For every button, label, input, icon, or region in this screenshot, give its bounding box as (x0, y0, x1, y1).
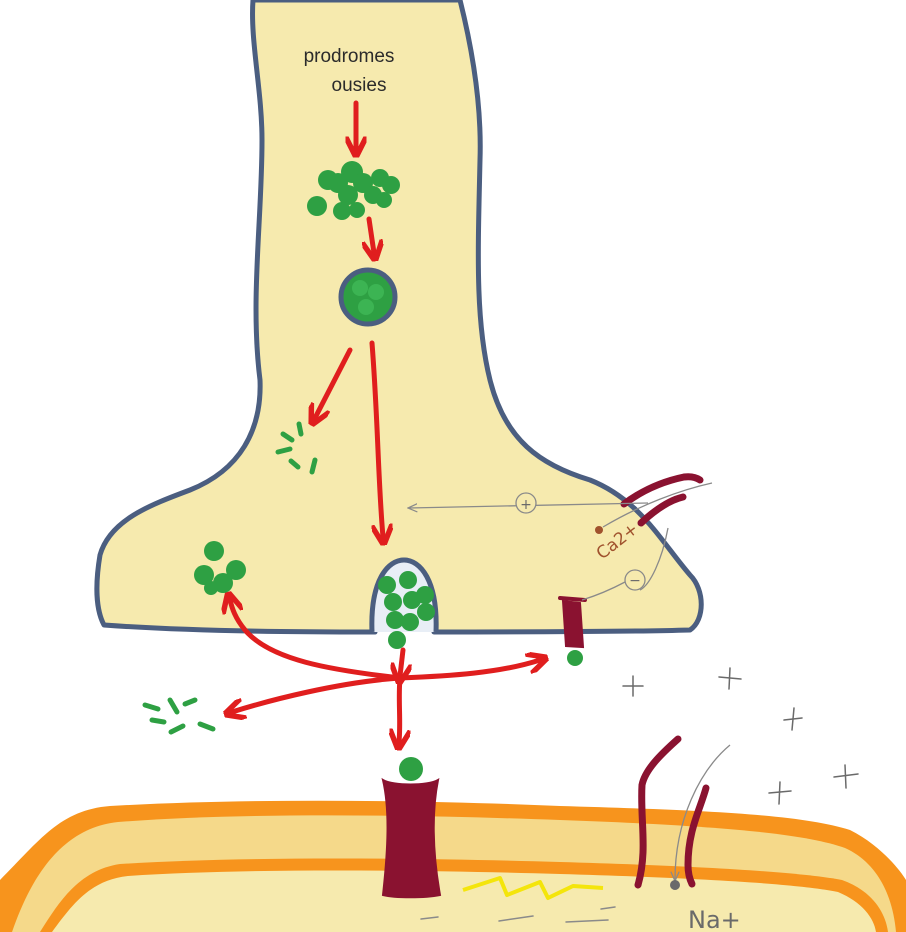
bound-neurotransmitter (399, 757, 423, 781)
precursor-label-line1: prodromes (304, 46, 395, 67)
extracellular-positive-ions (623, 668, 858, 804)
precursor-label-line2: ousies (332, 75, 387, 96)
sodium-ion (670, 880, 680, 890)
fusing-vesicle (372, 560, 436, 649)
sodium-label: Na+ (688, 906, 741, 932)
postsynaptic-membrane (0, 801, 906, 932)
calcium-ion (595, 526, 603, 534)
positive-feedback-sign: + (520, 497, 532, 513)
postsynaptic-receptor (383, 780, 440, 897)
synaptic-vesicle (341, 270, 395, 324)
degraded-fragments-cleft (145, 700, 213, 732)
negative-feedback-sign: − (629, 573, 641, 589)
